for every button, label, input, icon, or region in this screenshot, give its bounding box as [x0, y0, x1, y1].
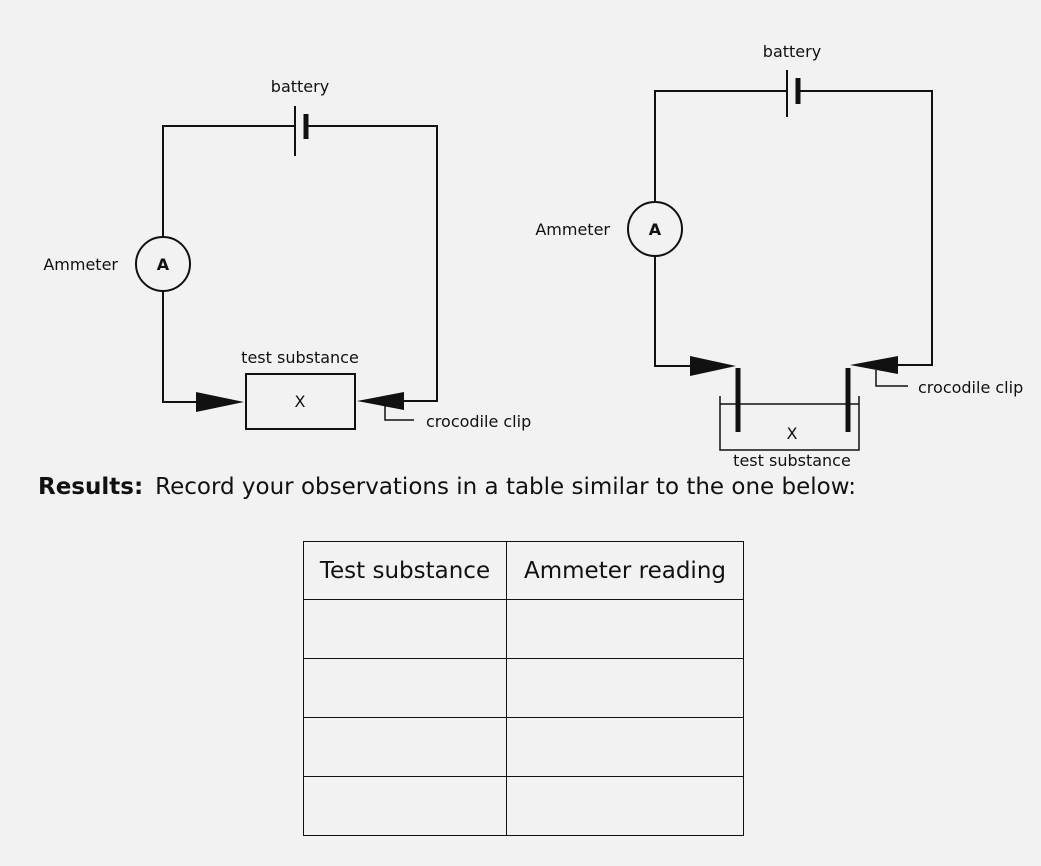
right-beaker: [719, 396, 860, 451]
table-row: [303, 717, 744, 777]
results-text: Record your observations in a table simi…: [155, 474, 857, 500]
right-wire-top: [654, 90, 787, 202]
table-row: [303, 776, 744, 836]
table-cell: [303, 717, 507, 777]
header-ammeter-reading: Ammeter reading: [506, 541, 744, 600]
right-crocodile-clip-right-icon: [850, 356, 898, 374]
left-ammeter-label: Ammeter: [43, 255, 118, 274]
right-test-substance-label: test substance: [733, 451, 851, 470]
table-cell: [303, 776, 507, 836]
table-cell: [506, 658, 744, 718]
results-label: Results:: [38, 474, 144, 500]
left-test-substance-box: [245, 373, 356, 430]
right-wire-bottom-left: [654, 256, 692, 367]
observations-table: Test substance Ammeter reading: [303, 541, 744, 836]
left-circuit: [135, 106, 438, 430]
left-wire-top-right: [306, 125, 438, 402]
left-substance-symbol: X: [295, 392, 306, 411]
right-ammeter-icon: [627, 201, 683, 257]
table-header-row: Test substance Ammeter reading: [303, 541, 744, 600]
left-wire-bottom-left: [162, 291, 200, 403]
left-ammeter-symbol: A: [157, 255, 170, 274]
right-circuit: [627, 70, 933, 451]
left-test-substance-label: test substance: [241, 348, 359, 367]
left-ammeter-icon: [135, 236, 191, 292]
header-test-substance: Test substance: [303, 541, 507, 600]
table-cell: [506, 776, 744, 836]
table-row: [303, 658, 744, 718]
left-wire-top: [162, 125, 295, 264]
right-ammeter-label: Ammeter: [535, 220, 610, 239]
table-row: [303, 599, 744, 659]
left-battery-icon: [294, 106, 309, 156]
table-cell: [506, 717, 744, 777]
right-clip-label: crocodile clip: [918, 378, 1023, 397]
right-battery-label: battery: [763, 42, 821, 61]
right-clip-leader: [875, 370, 908, 387]
left-clip-label: crocodile clip: [426, 412, 531, 431]
table-cell: [303, 658, 507, 718]
right-battery-icon: [786, 70, 801, 117]
left-crocodile-clip-right-icon: [357, 392, 404, 410]
right-wire-top-right: [798, 90, 933, 366]
right-ammeter-symbol: A: [649, 220, 662, 239]
table-cell: [506, 599, 744, 659]
left-clip-leader: [384, 406, 414, 421]
table-cell: [303, 599, 507, 659]
right-crocodile-clip-icon: [690, 356, 736, 376]
left-crocodile-clip-icon: [196, 392, 244, 412]
results-instruction: Results: Record your observations in a ta…: [38, 474, 856, 500]
left-battery-label: battery: [271, 77, 329, 96]
right-substance-symbol: X: [787, 424, 798, 443]
